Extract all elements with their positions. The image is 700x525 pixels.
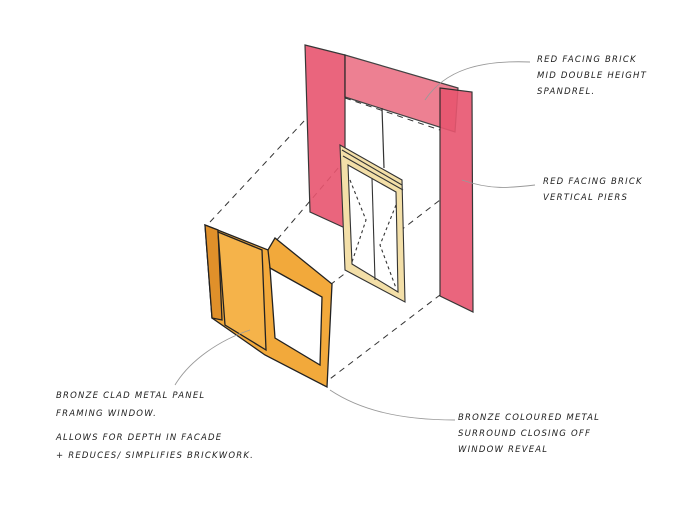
note-line: Bronze coloured metal <box>458 413 601 423</box>
annotation-spandrel: Red facing brick mid double height spand… <box>537 52 647 100</box>
bronze-panel <box>204 224 333 389</box>
annotation-panel: Bronze clad metal panel framing window. … <box>56 387 254 465</box>
note-line: framing window. <box>56 409 158 419</box>
annotation-piers: Red facing brick vertical piers <box>543 174 643 206</box>
note-line: Bronze clad metal panel <box>56 391 206 401</box>
note-line: Red facing brick <box>537 55 637 65</box>
leader-lines <box>174 61 536 421</box>
note-line: vertical piers <box>543 193 629 203</box>
right-pier <box>439 87 474 313</box>
left-pier <box>304 44 346 229</box>
window-frame <box>339 144 406 303</box>
note-line: spandrel. <box>537 87 596 97</box>
note-line: mid double height <box>537 71 648 81</box>
note-line: Allows for depth in facade <box>56 433 223 443</box>
annotation-surround: Bronze coloured metal surround closing o… <box>458 410 600 458</box>
note-line: surround closing off <box>458 429 592 439</box>
note-line: Red facing brick <box>543 177 643 187</box>
note-line: window reveal <box>458 445 549 455</box>
note-line: + reduces/ simplifies brickwork. <box>56 451 255 461</box>
